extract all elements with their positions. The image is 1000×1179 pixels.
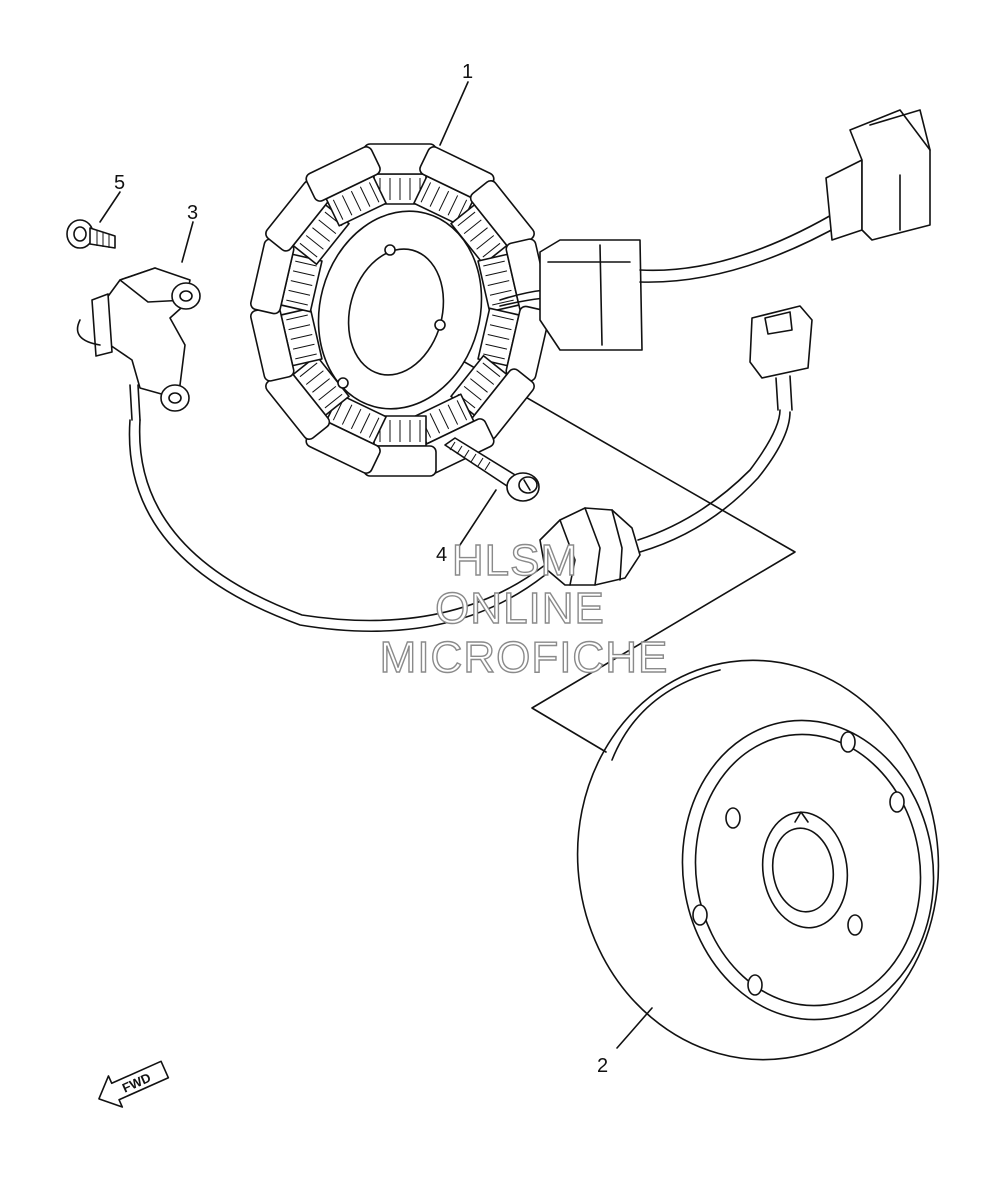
stator-pole: [477, 305, 550, 382]
callout-5: 5: [114, 172, 125, 194]
rotor-flywheel: [576, 659, 940, 1061]
watermark: HLSM ONLINE MICROFICHE: [379, 535, 669, 682]
callout-1: 1: [462, 61, 473, 83]
leader-lines: [99, 81, 653, 1049]
stator-pole: [305, 393, 387, 474]
assembly-reference-line: [394, 321, 796, 753]
stator-pole: [305, 146, 387, 227]
stator-harness: [499, 109, 931, 351]
pickup-bolt: [66, 219, 116, 249]
stator-pole: [363, 415, 437, 477]
pickup-wire: [128, 419, 546, 633]
watermark-line-3: MICROFICHE: [380, 633, 669, 682]
callout-3: 3: [187, 202, 198, 224]
watermark-line-2: ONLINE: [435, 584, 605, 633]
stator-assembly: [250, 143, 550, 477]
callout-2: 2: [597, 1055, 608, 1077]
wire-grommet: [539, 409, 791, 586]
stator-pole: [450, 179, 535, 266]
pickup-connector: [749, 305, 813, 411]
fwd-arrow-icon: [98, 1060, 170, 1108]
watermark-line-1: HLSM: [452, 536, 578, 585]
stator-pole: [250, 238, 323, 315]
forward-direction-indicator: FWD: [98, 1060, 170, 1108]
stator-pole: [265, 354, 350, 441]
callout-4: 4: [436, 544, 447, 566]
stator-screw: [444, 437, 540, 502]
pickup-coil: [76, 267, 201, 421]
